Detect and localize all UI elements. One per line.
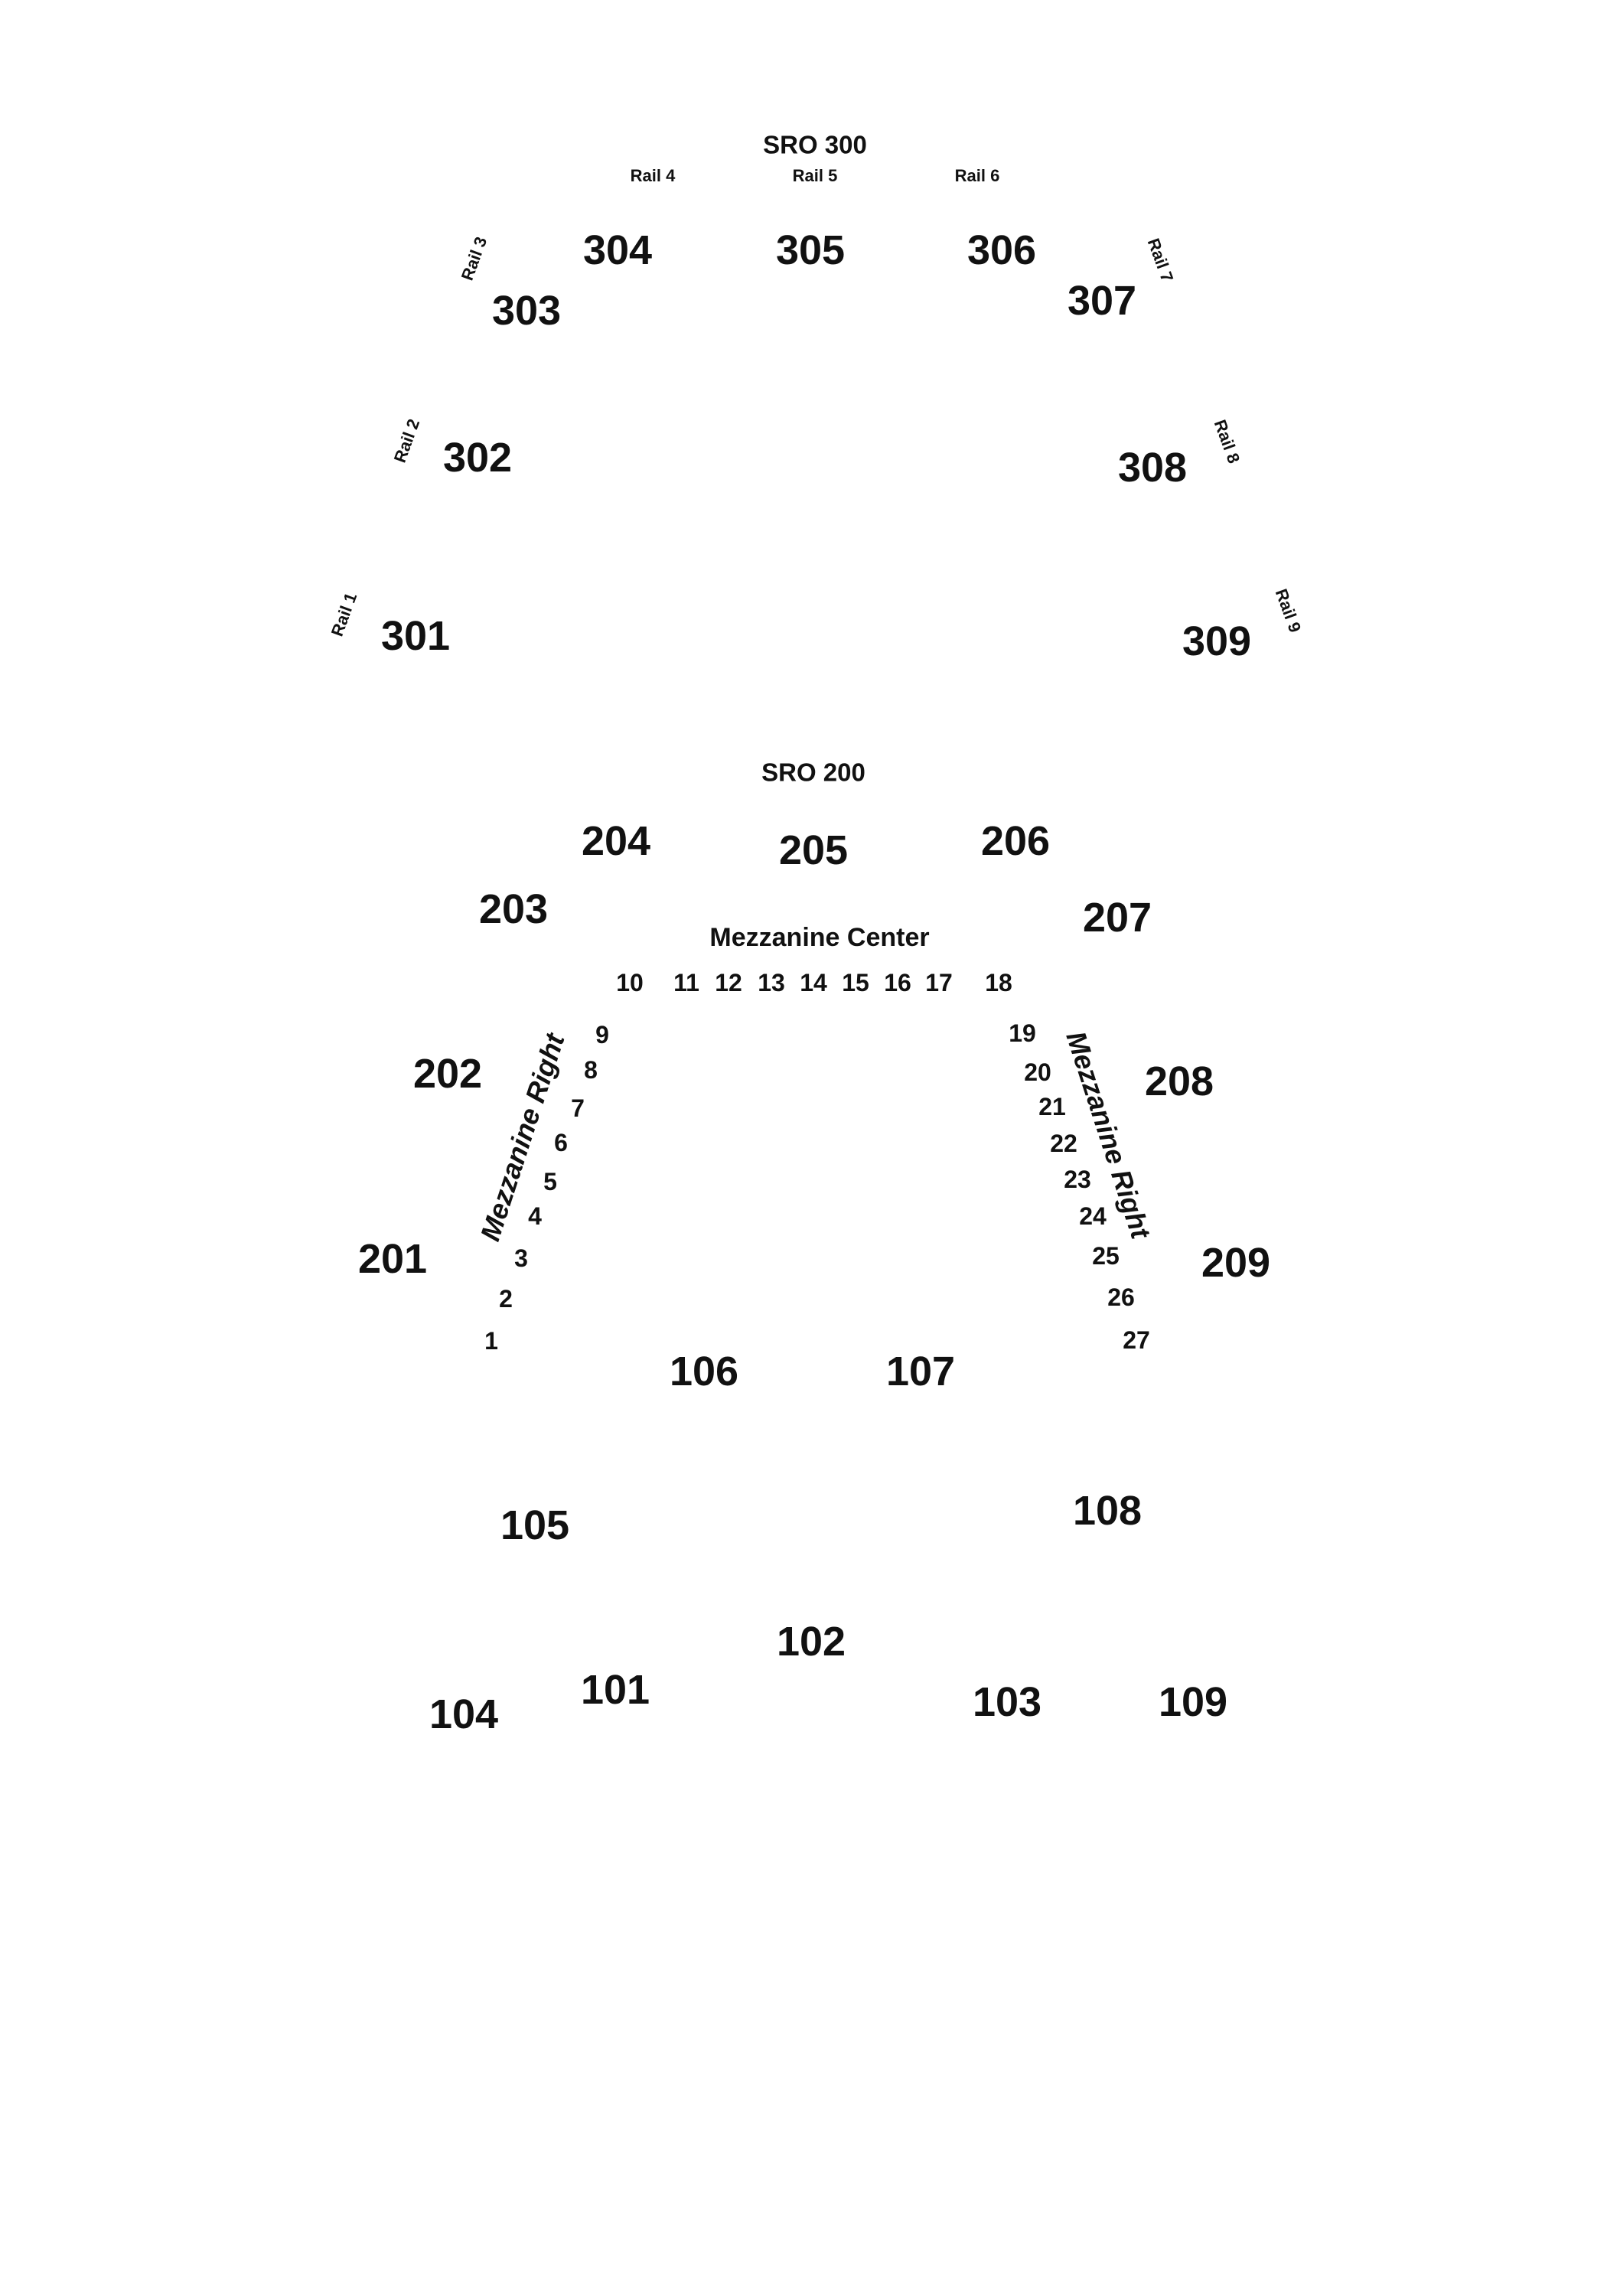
mezzanine-seat[interactable]: 24	[1079, 1202, 1107, 1230]
sro-200-label: SRO 200	[761, 758, 865, 787]
section-308[interactable]: 308	[1117, 445, 1188, 491]
mezzanine-seat[interactable]: 22	[1050, 1130, 1077, 1157]
mezzanine-seat[interactable]: 9	[595, 1021, 609, 1049]
mezzanine-seat[interactable]: 11	[673, 969, 699, 996]
rail-2-label: Rail 2	[390, 416, 424, 465]
section-204[interactable]: 204	[581, 818, 651, 864]
mezzanine-seat[interactable]: 4	[528, 1202, 542, 1230]
mezzanine-seat[interactable]: 8	[584, 1056, 598, 1084]
section-107[interactable]: 107	[885, 1349, 956, 1394]
rail-9-label: Rail 9	[1271, 585, 1305, 635]
section-103[interactable]: 103	[972, 1679, 1042, 1725]
mezzanine-seat[interactable]: 19	[1009, 1019, 1036, 1047]
section-303[interactable]: 303	[491, 288, 562, 334]
mezzanine-seat[interactable]: 17	[925, 969, 953, 996]
section-109[interactable]: 109	[1158, 1679, 1228, 1725]
section-101[interactable]: 101	[580, 1667, 650, 1713]
mezzanine-seat[interactable]: 3	[514, 1244, 528, 1272]
mezzanine-seat[interactable]: 16	[884, 969, 911, 996]
section-202[interactable]: 202	[412, 1051, 483, 1097]
section-307[interactable]: 307	[1067, 278, 1137, 324]
section-209[interactable]: 209	[1201, 1240, 1271, 1286]
mezzanine-seat[interactable]: 13	[758, 969, 785, 996]
mezzanine-seat[interactable]: 23	[1064, 1166, 1091, 1193]
section-104[interactable]: 104	[429, 1691, 499, 1737]
rail-8-label: Rail 8	[1210, 416, 1244, 466]
mezzanine-seat[interactable]: 25	[1092, 1242, 1120, 1270]
section-102[interactable]: 102	[776, 1619, 846, 1665]
rail-3-label: Rail 3	[457, 233, 491, 283]
mezzanine-seat[interactable]: 6	[554, 1129, 568, 1156]
rail-7-label: Rail 7	[1143, 235, 1178, 285]
mezzanine-seat[interactable]: 1	[484, 1327, 498, 1355]
mezzanine-seat[interactable]: 7	[571, 1094, 585, 1122]
section-304[interactable]: 304	[582, 227, 653, 273]
section-207[interactable]: 207	[1082, 895, 1152, 941]
sro-300-label: SRO 300	[763, 130, 867, 159]
section-306[interactable]: 306	[966, 227, 1037, 273]
rail-4-label: Rail 4	[630, 166, 676, 185]
mezzanine-seat[interactable]: 14	[800, 969, 827, 996]
section-106[interactable]: 106	[669, 1349, 739, 1394]
section-302[interactable]: 302	[442, 435, 513, 481]
mezzanine-seat[interactable]: 21	[1038, 1093, 1066, 1120]
mezzanine-seat[interactable]: 15	[842, 969, 869, 996]
mezzanine-seat[interactable]: 26	[1107, 1283, 1135, 1311]
section-206[interactable]: 206	[980, 818, 1051, 864]
section-309[interactable]: 309	[1182, 618, 1252, 664]
mezzanine-seat[interactable]: 10	[616, 969, 644, 996]
section-105[interactable]: 105	[500, 1502, 570, 1548]
section-305[interactable]: 305	[775, 227, 846, 273]
mezzanine-seat[interactable]: 5	[543, 1168, 557, 1195]
rail-5-label: Rail 5	[792, 166, 838, 185]
mezzanine-seat[interactable]: 2	[499, 1285, 513, 1313]
mezzanine-center-label: Mezzanine Center	[709, 923, 930, 952]
section-205[interactable]: 205	[778, 827, 849, 873]
section-301[interactable]: 301	[380, 613, 451, 659]
section-201[interactable]: 201	[357, 1236, 428, 1282]
rail-6-label: Rail 6	[954, 166, 1000, 185]
mezzanine-seat[interactable]: 20	[1024, 1058, 1051, 1086]
section-108[interactable]: 108	[1072, 1488, 1143, 1534]
section-203[interactable]: 203	[478, 886, 549, 932]
mezzanine-seat[interactable]: 18	[985, 969, 1012, 996]
section-208[interactable]: 208	[1144, 1058, 1214, 1104]
rail-1-label: Rail 1	[327, 589, 361, 639]
mezzanine-seat[interactable]: 12	[715, 969, 742, 996]
mezzanine-seat[interactable]: 27	[1123, 1326, 1150, 1354]
